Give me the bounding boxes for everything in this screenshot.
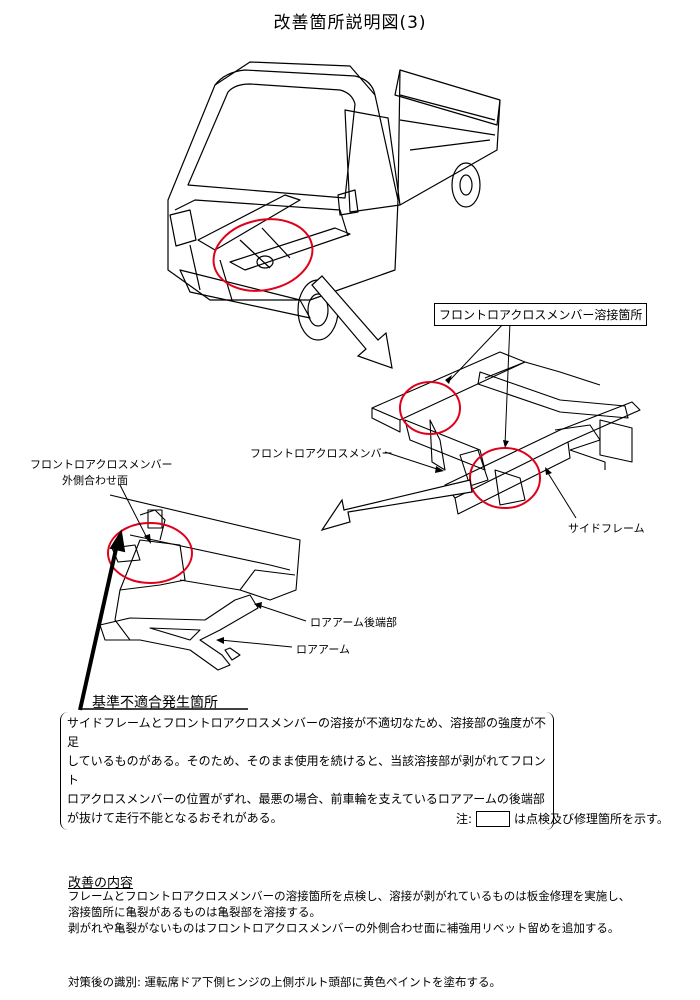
highlight-circle [212,218,314,292]
identification-text: 対策後の識別: 運転席ドア下側ヒンジの上側ボルト頭部に黄色ペイントを塗布する。 [68,975,502,989]
outer-face-label-line2: 外側合わせ面 [62,474,128,487]
improvement-line: 溶接箇所に亀裂があるものは亀裂部を溶接する。 [68,905,321,919]
outer-face-label: フロントロアクロスメンバー 外側合わせ面 [30,456,173,488]
lower-arm-rear-label: ロアアーム後端部 [310,616,398,629]
weld-highlight-circle-1 [399,381,461,435]
frame-illustration [371,351,641,515]
problem-pointer-arrow [78,539,120,711]
improvement-heading: 改善の内容 [68,876,134,891]
page-title: 改善箇所説明図(3) [273,13,427,33]
outer-face-label-line1: フロントロアクロスメンバー [30,458,173,471]
problem-description: サイドフレームとフロントロアクロスメンバーの溶接が不適切なため、溶接部の強度が不… [60,712,554,830]
problem-line: しているものがある。そのため、そのまま使用を続けると、当該溶接部が剥がれてフロン… [67,754,546,787]
side-frame-label: サイドフレーム [568,522,645,535]
zoom-arrow-1 [311,275,393,369]
weld-leader-lines [449,321,511,446]
weld-location-label: フロントロアクロスメンバー溶接箇所 [434,303,648,326]
outer-face-highlight-circle [107,522,193,584]
problem-line: ロアクロスメンバーの位置がずれ、最悪の場合、前車輪を支えているロアアームの後端部 [67,792,545,806]
front-cross-member-label: フロントロアクロスメンバー [250,447,393,460]
note-box-sample [476,810,511,827]
improvement-line: 剥がれや亀裂がないものはフロントロアクロスメンバーの外側合わせ面に補強用リベット… [68,921,620,935]
problem-line: が抜けて走行不能となるおそれがある。 [67,811,283,825]
improvement-line: フレームとフロントロアクロスメンバーの溶接箇所を点検し、溶接が剥がれているものは… [68,889,631,903]
note-prefix: 注: [456,812,473,826]
note: 注: は点検及び修理箇所を示す。 [456,810,669,827]
improvement-text: フレームとフロントロアクロスメンバーの溶接箇所を点検し、溶接が剥がれているものは… [68,888,630,936]
suspension-illustration [99,494,301,671]
problem-heading: 基準不適合発生箇所 [92,695,218,711]
note-suffix: は点検及び修理箇所を示す。 [514,812,669,826]
zoom-arrow-2 [320,479,473,532]
problem-line: サイドフレームとフロントロアクロスメンバーの溶接が不適切なため、溶接部の強度が不… [67,716,547,749]
lower-arm-label: ロアアーム [296,643,351,656]
